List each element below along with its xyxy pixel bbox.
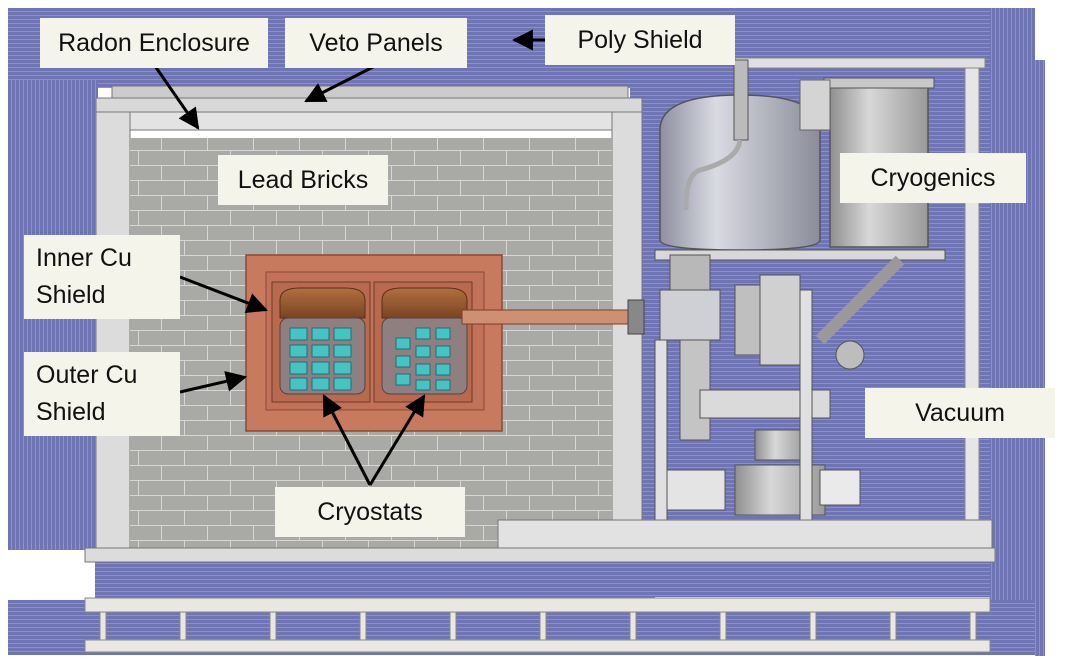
- cryostat-1: [271, 281, 371, 403]
- radon-enclosure-frame: [95, 111, 643, 131]
- arrow-veto: [304, 64, 376, 103]
- label-cryogenics: Cryogenics: [840, 153, 1026, 203]
- floor-posts: [99, 611, 977, 641]
- label-poly-shield: Poly Shield: [545, 15, 735, 65]
- poly-shield-bottom: [95, 560, 655, 598]
- arrow-outer-cu: [179, 371, 248, 394]
- label-outer-cu-line1: Outer Cu: [36, 361, 138, 389]
- arrow-cryostat-1: [322, 394, 372, 486]
- label-vacuum: Vacuum: [865, 388, 1055, 438]
- veto-panel-top-upper: [111, 85, 629, 99]
- arrow-radon: [153, 65, 200, 130]
- cross-arm-flange: [627, 299, 645, 335]
- label-cryostats: Cryostats: [275, 487, 465, 537]
- label-lead-bricks: Lead Bricks: [218, 155, 388, 205]
- label-inner-cu-line1: Inner Cu: [36, 244, 132, 272]
- label-inner-cu-line2: Shield: [36, 281, 106, 309]
- label-outer-cu-line2: Shield: [36, 398, 106, 426]
- label-radon-enclosure: Radon Enclosure: [40, 18, 268, 68]
- label-outer-cu-shield: Outer Cu Shield: [24, 352, 180, 436]
- label-inner-cu-shield: Inner Cu Shield: [24, 235, 180, 319]
- veto-panel-left: [95, 111, 131, 553]
- poly-shield-right: [990, 8, 1035, 608]
- cryostat-2: [373, 281, 473, 403]
- floor-beam: [84, 547, 996, 563]
- poly-right-edge: [1035, 60, 1045, 656]
- cross-arm: [461, 309, 643, 325]
- base-rail: [497, 519, 993, 549]
- frame-column: [964, 59, 980, 551]
- floor-rail-lower: [84, 639, 991, 653]
- arrow-inner-cu: [179, 275, 268, 314]
- label-veto-panels: Veto Panels: [285, 18, 467, 68]
- floor-rail: [84, 597, 991, 613]
- arrow-cryostat-2: [368, 394, 426, 486]
- frame-beam: [734, 57, 986, 69]
- callout-arrows: [153, 29, 545, 486]
